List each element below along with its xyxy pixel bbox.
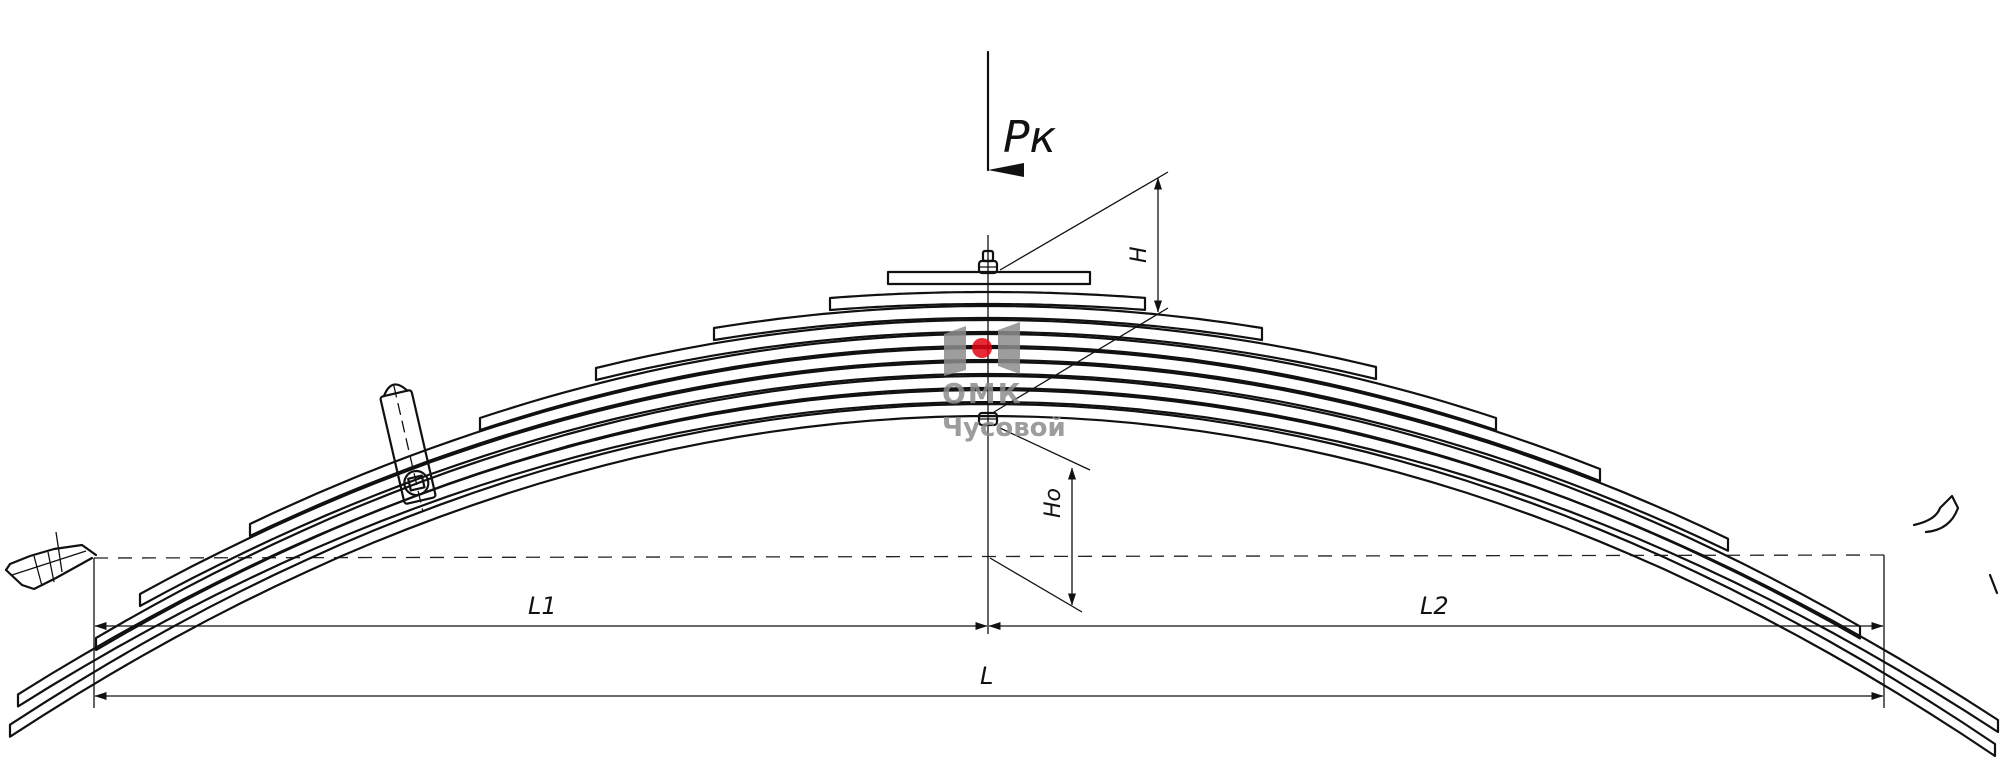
left-eye-end [4,531,98,591]
height-dimension-ho [989,427,1091,613]
center-bolt-top [977,249,999,275]
height-dimension-h [993,171,1169,413]
spring-leaf [828,290,1147,312]
spring-leaves [8,270,2000,758]
right-eye-end [1912,494,1999,595]
omk-logo: ОМК Чусовой [942,322,1066,443]
height-label-h: H [1127,246,1152,263]
spring-leaf [594,318,1378,382]
logo-text-line2: Чусовой [942,413,1066,443]
length-label-l2: L2 [1420,592,1449,620]
center-bolt-bottom [977,411,999,427]
spring-leaf [478,332,1498,432]
spring-leaf [138,360,1730,608]
spring-leaf [8,403,1997,758]
height-label-ho: Ho [1041,488,1066,518]
logo-dot-icon [972,338,992,358]
spring-leaf [886,270,1092,286]
force-label: Pк [1003,112,1057,163]
length-label-l: L [980,662,993,690]
spring-leaf [248,346,1602,538]
spring-leaf [16,389,2000,734]
spring-leaf [712,304,1264,342]
logo-text-line1: ОМК [942,377,1023,410]
logo-mark-icon [944,322,1020,376]
base-chord-dashed [93,554,1886,559]
spring-leaf [94,374,1862,652]
rebound-clip [379,383,437,511]
length-label-l1: L1 [528,592,557,620]
